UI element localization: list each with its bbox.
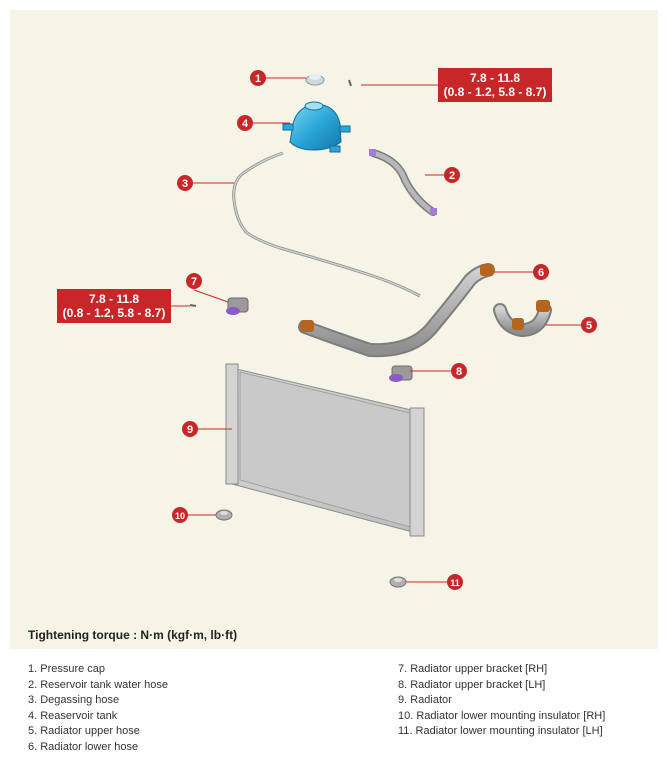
- svg-text:5: 5: [586, 320, 592, 332]
- radiator-upper-bracket-lh: [389, 365, 413, 382]
- legend-item: 9. Radiator: [398, 694, 452, 706]
- legend-item: 1. Pressure cap: [28, 663, 106, 675]
- bolt: [348, 79, 352, 87]
- torque-value: 7.8 - 11.8: [88, 292, 140, 306]
- svg-text:1: 1: [255, 73, 261, 85]
- torque-value: 7.8 - 11.8: [469, 71, 521, 85]
- callout-7: 7: [186, 273, 202, 289]
- lower-mounting-insulator-rh: [215, 509, 233, 521]
- legend-item: 6. Radiator lower hose: [28, 740, 139, 753]
- callout-3: 3: [177, 175, 193, 191]
- svg-text:6: 6: [538, 267, 544, 279]
- legend-item: 7. Radiator upper bracket [RH]: [398, 663, 548, 675]
- legend-right-column: 7. Radiator upper bracket [RH] 8. Radiat…: [398, 662, 605, 740]
- radiator-upper-bracket-rh: [226, 297, 249, 315]
- legend-item: 10. Radiator lower mounting insulator [R…: [398, 709, 606, 722]
- legend-item: 11. Radiator lower mounting insulator [L…: [398, 725, 603, 737]
- svg-text:2: 2: [449, 170, 455, 182]
- legend-item: 4. Reaservoir tank: [28, 709, 118, 722]
- torque-value-alt-units: (0.8 - 1.2, 5.8 - 8.7): [62, 306, 166, 320]
- svg-text:3: 3: [182, 178, 188, 190]
- torque-spec-left: 7.8 - 11.8 (0.8 - 1.2, 5.8 - 8.7): [57, 289, 171, 323]
- svg-text:10: 10: [175, 511, 185, 521]
- tightening-torque-label: Tightening torque : N·m (kgf·m, lb·ft): [28, 628, 238, 642]
- callout-9: 9: [182, 421, 198, 437]
- torque-value-alt-units: (0.8 - 1.2, 5.8 - 8.7): [443, 85, 547, 99]
- legend-item: 2. Reservoir tank water hose: [28, 678, 169, 691]
- svg-text:11: 11: [450, 578, 460, 588]
- callout-6: 6: [533, 264, 549, 280]
- callout-1: 1: [250, 70, 266, 86]
- callout-11: 11: [447, 574, 463, 590]
- svg-text:7: 7: [191, 276, 197, 288]
- svg-text:4: 4: [242, 118, 249, 130]
- bolt: [189, 304, 197, 307]
- legend-left-column: 1. Pressure cap 2. Reservoir tank water …: [28, 662, 168, 755]
- lower-mounting-insulator-lh: [389, 576, 407, 588]
- legend-item: 8. Radiator upper bracket [LH]: [398, 678, 546, 691]
- reservoir-tank: [282, 101, 351, 153]
- callout-10: 10: [172, 507, 188, 523]
- torque-spec-upper: 7.8 - 11.8 (0.8 - 1.2, 5.8 - 8.7): [438, 68, 552, 102]
- callout-8: 8: [451, 363, 467, 379]
- pressure-cap: [305, 74, 325, 86]
- callout-5: 5: [581, 317, 597, 333]
- radiator-upper-hose: [493, 300, 552, 338]
- degassing-hose: [232, 151, 421, 298]
- leader-lines: [171, 77, 581, 583]
- svg-text:8: 8: [456, 366, 462, 378]
- callout-4: 4: [237, 115, 253, 131]
- radiator: [225, 363, 425, 537]
- reservoir-water-hose: [369, 149, 437, 216]
- callout-2: 2: [444, 167, 460, 183]
- legend-item: 5. Radiator upper hose: [28, 725, 140, 737]
- radiator-lower-hose: [298, 263, 495, 358]
- svg-text:9: 9: [187, 424, 193, 436]
- legend-item: 3. Degassing hose: [28, 694, 120, 706]
